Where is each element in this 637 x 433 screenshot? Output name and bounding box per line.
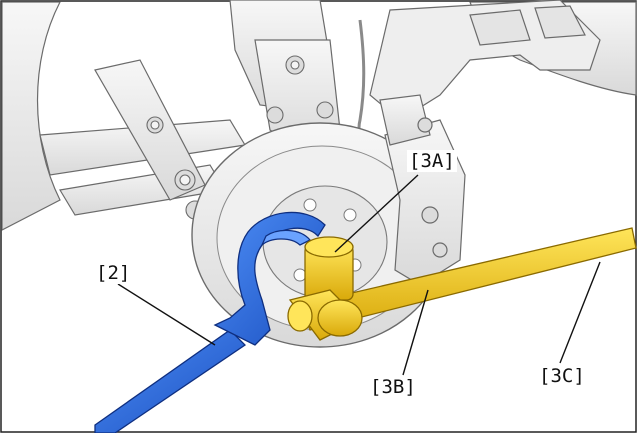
ball-joint-separator-tool bbox=[94, 211, 326, 433]
leader-lines bbox=[117, 174, 601, 376]
callout-tool-3c: [3C] bbox=[537, 365, 587, 387]
mounting-bolts bbox=[146, 55, 334, 220]
callout-tool-3a: [3A] bbox=[407, 150, 457, 172]
callout-tool-3b: [3B] bbox=[368, 376, 418, 398]
slide-hammer-tool bbox=[287, 227, 637, 341]
fender-liner bbox=[369, 0, 601, 121]
callout-tool-2: [2] bbox=[94, 262, 133, 284]
